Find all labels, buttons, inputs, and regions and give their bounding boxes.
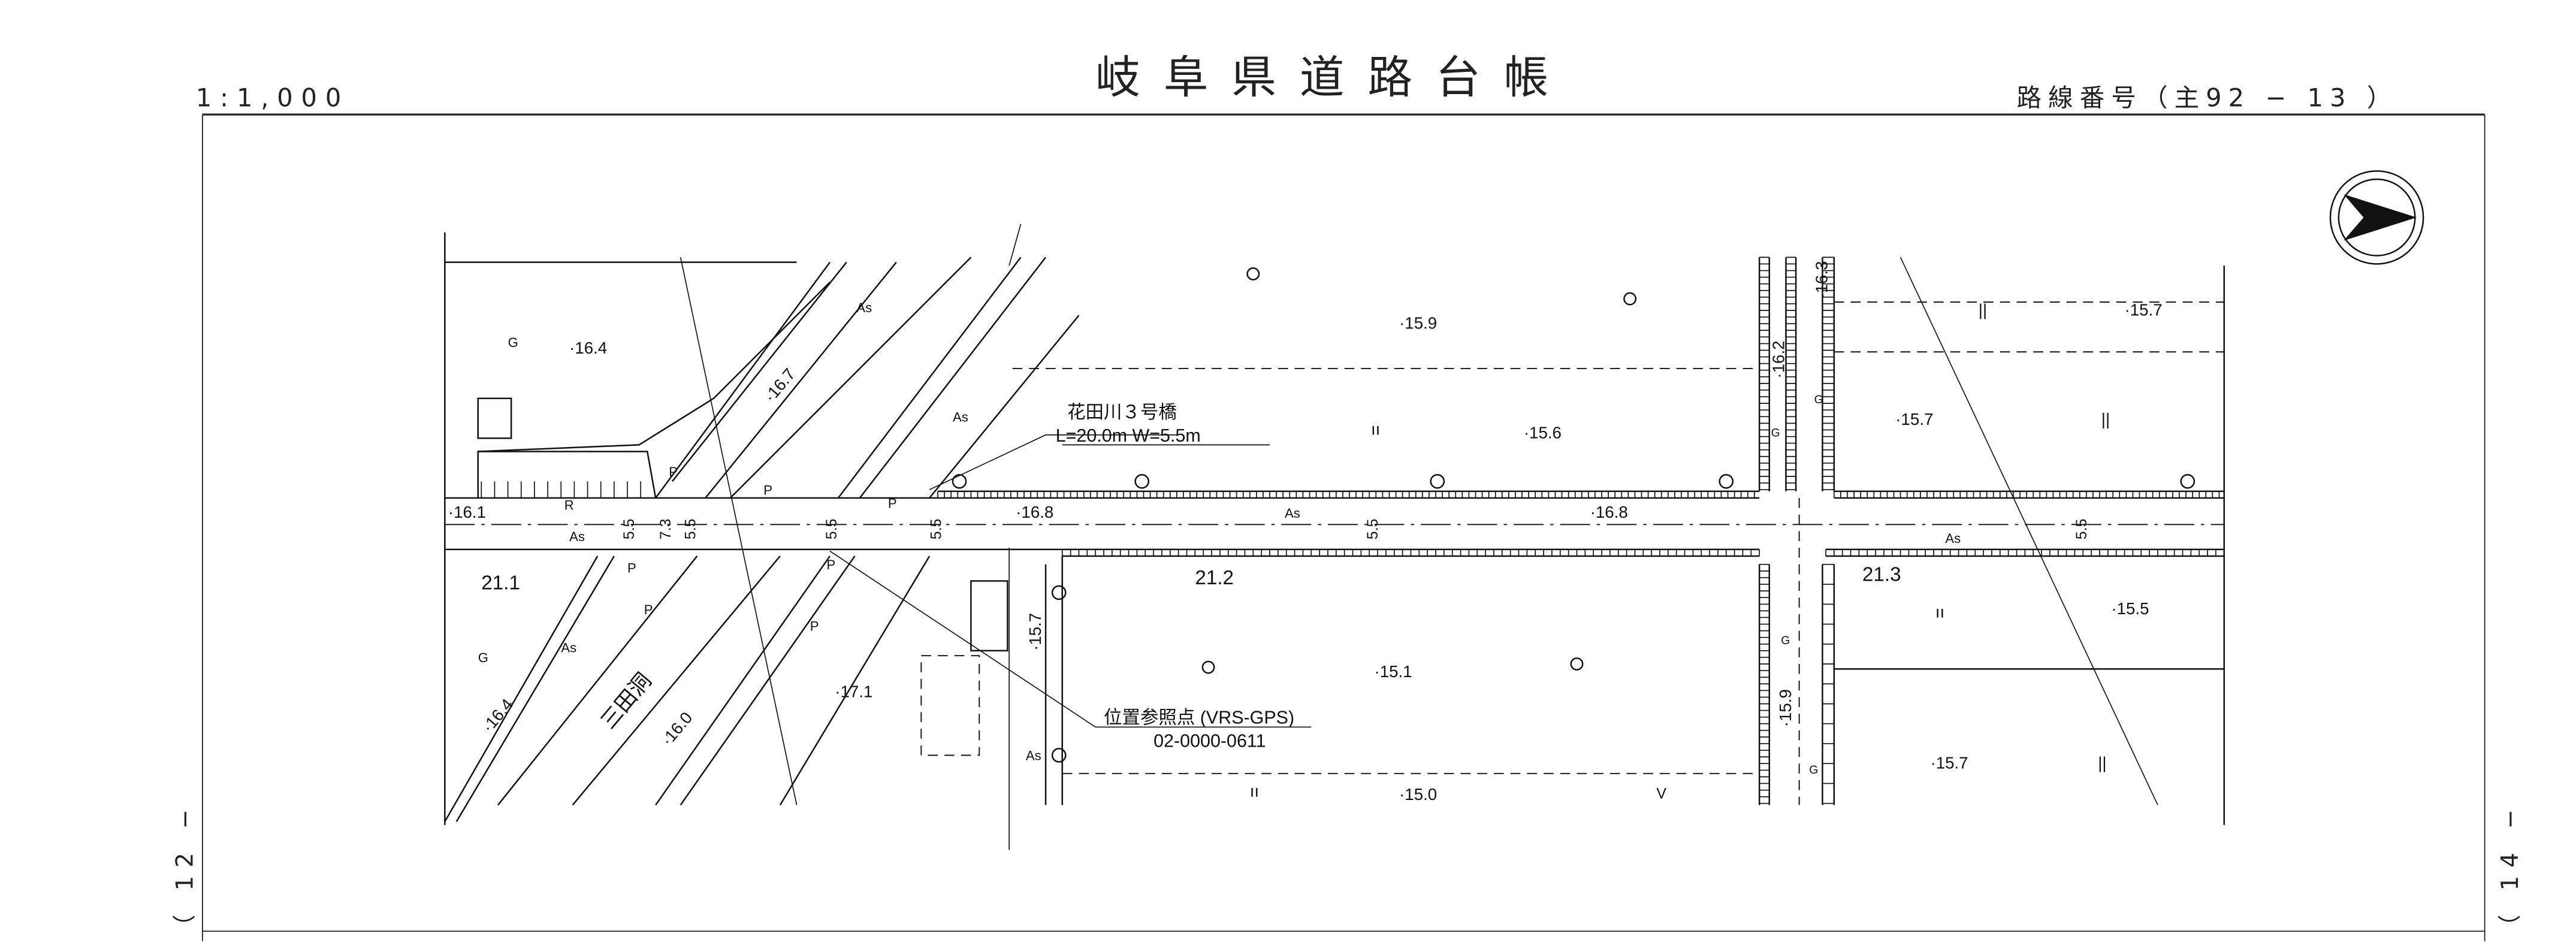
dimension-label: 5.5 (1364, 519, 1381, 540)
surface-label: P (644, 602, 653, 617)
surface-label: P (763, 482, 772, 497)
field-symbol: ıı (1935, 602, 1944, 621)
surface-label: As (953, 410, 968, 425)
elevation-label: ·15.7 (1930, 754, 1968, 772)
elevation-label: ·15.0 (1399, 785, 1437, 804)
elevation-label: ·16.7 (760, 365, 799, 406)
surface-label: R (564, 497, 574, 512)
surface-label: P (888, 496, 897, 511)
dimension-label: 7.3 (657, 519, 674, 540)
surface-label: G (1814, 393, 1823, 406)
dimension-label: 5.5 (823, 519, 840, 540)
reference-point-id: 02-0000-0611 (1153, 731, 1266, 751)
elevation-label: ·15.1 (1375, 662, 1412, 681)
elevation-label: ·16.0 (657, 708, 696, 749)
map-symbol: V (1656, 785, 1666, 802)
surface-label: As (569, 529, 585, 544)
elevation-label: ·16.8 (1590, 503, 1628, 521)
surface-label: G (508, 335, 518, 350)
elevation-label: ·15.6 (1524, 423, 1562, 442)
surface-label: P (669, 464, 678, 479)
sheet-frame (202, 113, 2486, 941)
elevation-label: ·16.4 (569, 339, 607, 357)
paddy-symbol: || (2101, 410, 2110, 428)
surface-label: As (561, 641, 576, 656)
field-symbol: ıı (1371, 420, 1380, 439)
surface-label: As (1945, 531, 1961, 546)
paddy-symbol: || (2098, 754, 2106, 772)
elevation-label: ·16.8 (1016, 503, 1053, 521)
field-symbol: ıı (1250, 782, 1259, 801)
surface-label: P (826, 557, 835, 572)
elevation-label: ·15.9 (1399, 313, 1437, 332)
surface-label: As (1285, 506, 1300, 521)
surface-label: G (1781, 634, 1790, 647)
elevation-label: ·15.5 (2111, 599, 2149, 618)
surface-label: P (810, 619, 819, 634)
reference-point-label: 位置参照点 (VRS-GPS) (1104, 708, 1294, 728)
elevation-label: ·15.9 (1776, 689, 1795, 727)
scale-label: 1:1,000 (196, 83, 349, 112)
surface-label: G (1809, 763, 1818, 777)
elevation-label: ·15.7 (1895, 410, 1933, 428)
sheet-title: 岐阜県道路台帳 (1095, 52, 1572, 104)
road-width-label: 21.3 (1862, 564, 1901, 586)
paddy-symbol: || (1979, 300, 1987, 319)
dimension-label: 5.5 (2073, 519, 2090, 540)
elevation-label: ·16.1 (448, 503, 486, 521)
surface-label: As (856, 300, 872, 315)
map-drawing (444, 224, 2225, 850)
dimension-label: 5.5 (928, 519, 945, 540)
north-arrow-icon (2329, 170, 2424, 265)
adjacent-sheet-left: （ 12 − (171, 801, 198, 938)
route-number: 路線番号（主92 − 13 ） (2017, 83, 2399, 112)
elevation-label: ·17.1 (835, 682, 872, 701)
elevation-label: ·16.2 (1769, 340, 1788, 378)
bridge-dimensions: L=20.0m W=5.5m (1056, 425, 1201, 446)
adjacent-sheet-right: （ 14 − (2497, 801, 2524, 938)
street-name: 三田洞 (596, 668, 656, 733)
surface-label: G (1771, 427, 1780, 440)
elevation-label: ·16.3 (1813, 261, 1831, 299)
bridge-name: 花田川３号橋 (1067, 402, 1177, 422)
surface-label: As (1026, 748, 1041, 763)
dimension-label: 5.5 (682, 519, 699, 540)
surface-label: G (478, 650, 488, 665)
road-width-label: 21.1 (481, 572, 520, 594)
road-width-label: 21.2 (1195, 567, 1234, 589)
elevation-label: ·15.7 (1026, 613, 1044, 651)
surface-label: P (627, 561, 636, 576)
dimension-label: 5.5 (621, 519, 638, 540)
elevation-label: ·15.7 (2125, 300, 2163, 319)
